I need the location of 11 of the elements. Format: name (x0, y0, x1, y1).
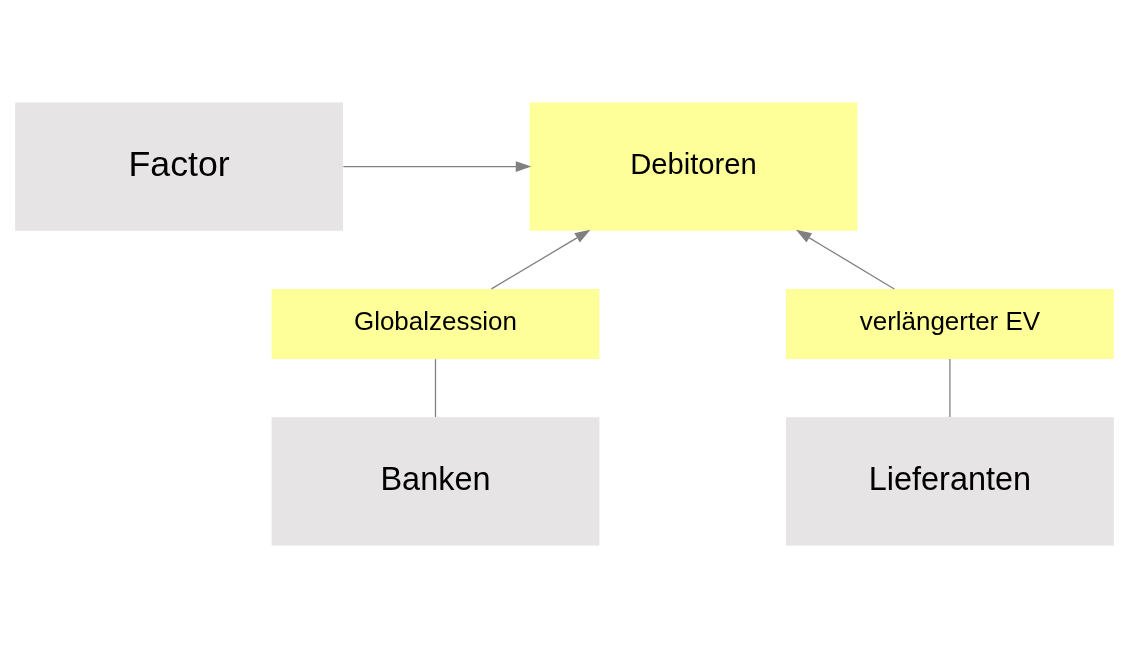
node-box: Globalzession (271, 289, 600, 359)
arrow (342, 161, 532, 173)
node-box: Factor (15, 102, 343, 231)
connector (949, 358, 951, 418)
arrow (795, 229, 895, 290)
node-box: Debitoren (529, 102, 858, 231)
node-box: verlängerter EV (786, 289, 1114, 359)
arrow (490, 229, 591, 290)
connector (434, 358, 437, 418)
node-box: Banken (271, 417, 600, 546)
node-box: Lieferanten (786, 417, 1114, 546)
